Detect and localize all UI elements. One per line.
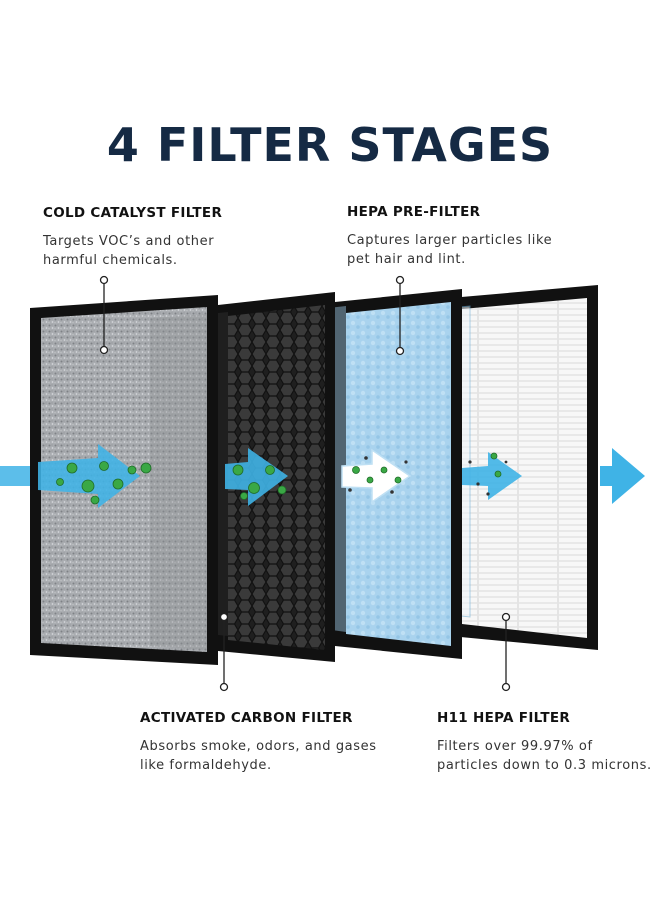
airflow-arrow-stage-1 bbox=[38, 444, 140, 508]
airflow-arrow-stage-4 bbox=[462, 452, 522, 500]
callout-line: pet hair and lint. bbox=[347, 252, 466, 267]
callout-title: HEPA PRE-FILTER bbox=[347, 204, 481, 220]
callout-text: Filters over 99.97% of particles down to… bbox=[437, 737, 657, 775]
pollutant-particles bbox=[56, 452, 502, 505]
callout-line: harmful chemicals. bbox=[43, 253, 178, 268]
callout-title: ACTIVATED CARBON FILTER bbox=[140, 710, 353, 726]
callout-line: Filters over 99.97% of bbox=[437, 739, 593, 754]
callout-text: Targets VOC’s and other harmful chemical… bbox=[43, 232, 273, 270]
page-title: 4 FILTER STAGES bbox=[106, 118, 554, 172]
airflow-arrow-stage-2 bbox=[225, 448, 288, 506]
callout-cold-catalyst: COLD CATALYST FILTER Targets VOC’s and o… bbox=[43, 205, 273, 270]
filter-stack-illustration bbox=[0, 275, 645, 692]
callout-h11-hepa: H11 HEPA FILTER Filters over 99.97% of p… bbox=[437, 710, 657, 775]
callout-line: like formaldehyde. bbox=[140, 758, 272, 773]
airflow-arrow-incoming bbox=[0, 466, 38, 486]
callout-line: Absorbs smoke, odors, and gases bbox=[140, 739, 377, 754]
callout-text: Captures larger particles like pet hair … bbox=[347, 231, 587, 269]
callout-title: H11 HEPA FILTER bbox=[437, 710, 571, 726]
callout-activated-carbon: ACTIVATED CARBON FILTER Absorbs smoke, o… bbox=[140, 710, 390, 775]
callout-text: Absorbs smoke, odors, and gases like for… bbox=[140, 737, 390, 775]
callout-line: Captures larger particles like bbox=[347, 233, 553, 248]
callout-line: particles down to 0.3 microns. bbox=[437, 758, 652, 773]
callout-leader-lines bbox=[99, 275, 511, 692]
airflow-arrow-outgoing bbox=[600, 448, 645, 504]
callout-title: COLD CATALYST FILTER bbox=[43, 205, 223, 221]
callout-hepa-pre-filter: HEPA PRE-FILTER Captures larger particle… bbox=[347, 204, 587, 269]
airflow-arrow-stage-3 bbox=[341, 448, 412, 504]
callout-line: Targets VOC’s and other bbox=[43, 234, 215, 249]
fine-particles bbox=[348, 456, 508, 496]
